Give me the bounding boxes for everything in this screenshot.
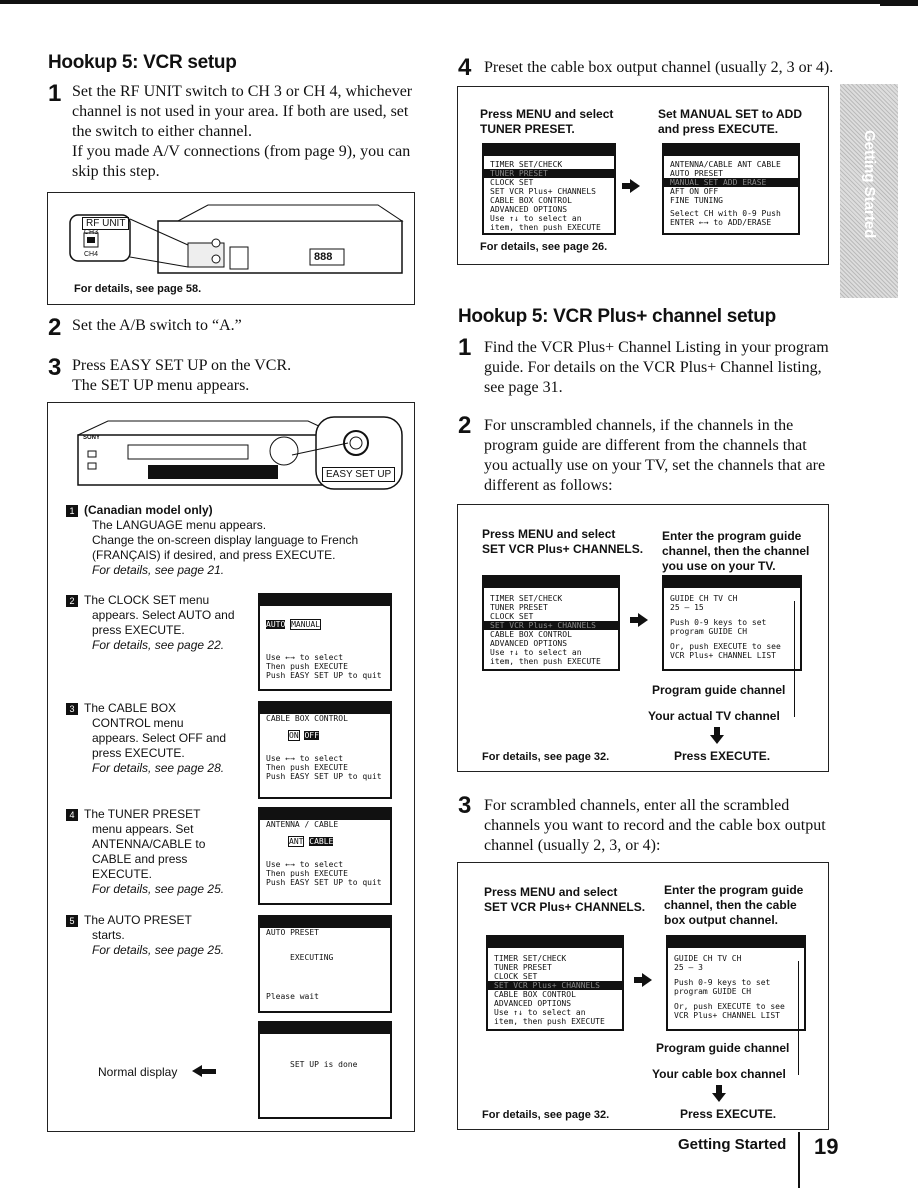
box3-label2: Your cable box channel (652, 1067, 786, 1081)
step-3-text: Press EASY SET UP on the VCR. The SET UP… (72, 357, 292, 394)
r-step-2-number: 2 (458, 412, 472, 439)
page-number: 19 (814, 1134, 839, 1159)
guide-screen-2: GUIDE CH TV CH 25 – 15 Push 0-9 keys to … (662, 575, 802, 671)
box3-press: Press EXECUTE. (680, 1107, 777, 1121)
arrow-right-icon (642, 973, 652, 987)
top-rule-tab (880, 0, 918, 6)
normal-display-label: Normal display (98, 1065, 178, 1079)
rf-note: For details, see page 58. (74, 283, 202, 295)
arrow-right-icon (630, 179, 640, 193)
r-step-3-text: For scrambled channels, enter all the sc… (484, 797, 826, 854)
box3-label1: Program guide channel (656, 1041, 790, 1055)
r-step-1-text: Find the VCR Plus+ Channel Listing in yo… (484, 339, 829, 396)
r-step-2-text: For unscrambled channels, if the channel… (484, 417, 826, 494)
step-1-text: Set the RF UNIT switch to CH 3 or CH 4, … (72, 83, 413, 180)
arrow-right-icon (638, 613, 648, 627)
side-tab: Getting Started (840, 84, 898, 298)
r-step-1-number: 1 (458, 334, 472, 361)
r-step-3-number: 3 (458, 792, 472, 819)
arrow-left-icon (200, 1069, 216, 1074)
step-2-text: Set the A/B switch to “A.” (72, 317, 242, 334)
easy-set-up-label: EASY SET UP (322, 467, 396, 482)
ch4-label: CH4 (84, 251, 99, 258)
arrow-down-icon (712, 1093, 726, 1102)
ch3-label: CH3 (84, 229, 99, 236)
box2-label2: Your actual TV channel (648, 709, 780, 723)
box2-note: For details, see page 32. (482, 751, 610, 763)
tuner-preset-screen-2: ANTENNA/CABLE ANT CABLE AUTO PRESET MANU… (662, 143, 800, 235)
step-4-text: Preset the cable box output channel (usu… (484, 59, 834, 76)
item-1-number: 1 (66, 505, 78, 517)
step-3-number: 3 (48, 354, 62, 381)
arrow-down-icon (710, 735, 724, 744)
box4-note: For details, see page 26. (480, 241, 608, 253)
step-1-number: 1 (48, 80, 62, 107)
rf-unit-label: RF UNIT (82, 217, 130, 230)
box2-press: Press EXECUTE. (674, 749, 771, 763)
top-rule (0, 0, 880, 4)
counter-display: 888 (314, 251, 333, 263)
footer-section: Getting Started (678, 1136, 787, 1153)
menu-screen-3: TIMER SET/CHECK TUNER PRESET CLOCK SET S… (486, 935, 624, 1031)
box2-label1: Program guide channel (652, 683, 786, 697)
setup-done-screen: SET UP is done (258, 1021, 392, 1119)
rf-unit-box: RF UNIT CH3 CH4 888 For details, see pag… (47, 192, 415, 305)
side-tab-label: Getting Started (861, 130, 878, 239)
item-1: 1(Canadian model only) The LANGUAGE menu… (66, 503, 386, 578)
clock-set-screen: AUTO MANUAL Use ←→ to select Then push E… (258, 593, 392, 691)
step-4-number: 4 (458, 54, 472, 81)
cable-box-screen: CABLE BOX CONTROL ON OFF Use ←→ to selec… (258, 701, 392, 799)
right-heading: Hookup 5: VCR Plus+ channel setup (458, 306, 776, 327)
main-menu-screen: TIMER SET/CHECK TUNER PRESET CLOCK SET S… (482, 143, 616, 235)
box3-note: For details, see page 32. (482, 1109, 610, 1121)
setup-box: SONY EASY SET UP 1(Canadian model only) … (47, 402, 415, 1132)
step-2-number: 2 (48, 314, 62, 341)
rf-unit-illustration (69, 204, 404, 274)
guide-screen-3: GUIDE CH TV CH 25 – 3 Push 0-9 keys to s… (666, 935, 806, 1031)
vcr-illustration (77, 416, 403, 490)
footer-divider (798, 1132, 800, 1188)
left-heading: Hookup 5: VCR setup (48, 52, 237, 73)
tuner-preset-screen: ANTENNA / CABLE ANT CABLE Use ←→ to sele… (258, 807, 392, 905)
auto-preset-screen: AUTO PRESET EXECUTING Please wait (258, 915, 392, 1013)
menu-screen-2: TIMER SET/CHECK TUNER PRESET CLOCK SET S… (482, 575, 620, 671)
brand-label: SONY (83, 435, 101, 441)
